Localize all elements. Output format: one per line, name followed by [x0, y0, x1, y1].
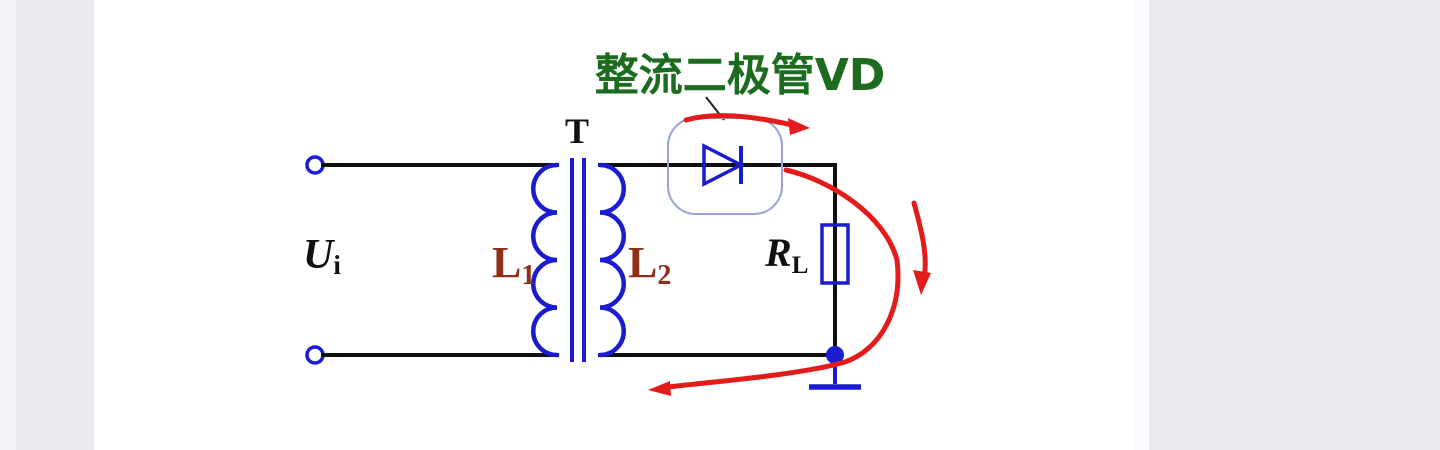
- input-terminal-bottom: [305, 345, 325, 365]
- current-arrow-top-head-icon: [788, 118, 810, 135]
- page-right-edge: [1134, 0, 1149, 450]
- secondary-coil-label: L2: [628, 238, 671, 291]
- input-voltage-label: Ui: [303, 232, 341, 280]
- primary-coil-label: L1: [492, 238, 535, 291]
- rectifier-diode-label: 整流二极管VD: [595, 50, 886, 101]
- transformer-label: T: [565, 111, 589, 151]
- current-loop-arrow: [665, 167, 901, 390]
- load-resistor: [820, 223, 850, 285]
- primary-coil: [531, 162, 560, 358]
- diode-triangle: [702, 143, 745, 187]
- secondary-coil: [597, 162, 626, 358]
- current-arrow-top: [683, 113, 799, 129]
- current-arrow-down: [911, 200, 928, 283]
- input-terminal-top: [305, 155, 325, 175]
- current-arrow-down-head-icon: [913, 270, 931, 295]
- current-loop-arrow-head-icon: [648, 381, 671, 396]
- page-left-margin: [0, 0, 16, 450]
- slide-canvas: [94, 0, 1134, 450]
- load-resistor-label: RL: [764, 230, 808, 279]
